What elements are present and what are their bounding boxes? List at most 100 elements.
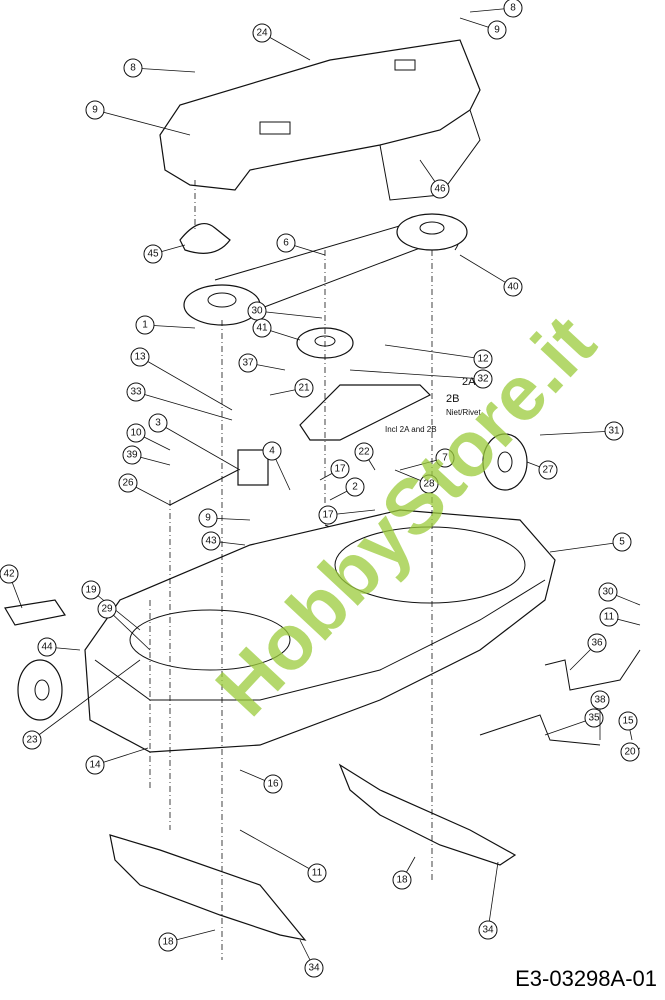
- pulley-right: [396, 213, 468, 251]
- callout-number: 32: [477, 374, 489, 385]
- callout-20: 20: [620, 742, 641, 762]
- callout-number: 14: [89, 760, 101, 771]
- leader-line: [135, 391, 233, 421]
- belt-cover: [159, 39, 481, 191]
- note-2b: 2B: [446, 393, 459, 405]
- callout-number: 6: [283, 238, 289, 249]
- callout-number: 8: [510, 3, 516, 14]
- callout-circle: [435, 448, 455, 468]
- callout-number: 38: [594, 695, 606, 706]
- blade-right: [338, 763, 517, 866]
- callout-circle: [604, 421, 624, 441]
- callout-22: 22: [354, 442, 376, 471]
- callout-circle: [148, 413, 168, 433]
- callout-circle: [81, 580, 101, 600]
- callout-number: 11: [604, 612, 615, 623]
- callout-circle: [599, 607, 619, 627]
- callout-circle: [294, 378, 314, 398]
- callout-number: 37: [242, 358, 254, 369]
- callout-number: 19: [85, 585, 97, 596]
- callout-circle: [487, 20, 507, 40]
- callout-circle: [587, 633, 607, 653]
- callout-46: 46: [419, 159, 450, 199]
- callout-circle: [158, 932, 178, 952]
- callout-number: 2: [352, 482, 358, 493]
- callout-circle: [473, 369, 493, 389]
- callout-circle: [345, 477, 365, 497]
- callout-circle: [118, 473, 138, 493]
- note-incl: Incl 2A and 2B: [385, 425, 437, 434]
- callout-circle: [143, 244, 163, 264]
- callout-circle: [392, 870, 412, 890]
- callout-circle: [620, 742, 640, 762]
- callout-40: 40: [459, 254, 523, 297]
- callout-number: 9: [494, 25, 500, 36]
- leader-line: [384, 344, 484, 360]
- callout-circle: [618, 711, 638, 731]
- callout-34: 34: [478, 861, 499, 940]
- callout-circle: [0, 564, 19, 584]
- callout-circle: [126, 423, 146, 443]
- anti-scalp-shaft: [479, 714, 601, 746]
- callout-2: 2: [329, 477, 365, 501]
- callout-43: 43: [201, 531, 246, 551]
- note-rivet: Niet/Rivet: [446, 408, 481, 417]
- callout-circle: [612, 532, 632, 552]
- diagram-code: E3-03298A-01: [515, 966, 657, 991]
- callout-number: 40: [507, 282, 519, 293]
- callout-9: 9: [459, 17, 507, 40]
- callout-32: 32: [349, 369, 493, 389]
- callout-number: 23: [26, 735, 38, 746]
- callout-circle: [85, 755, 105, 775]
- callout-9: 9: [198, 508, 251, 528]
- deck-chamber-left: [129, 609, 291, 671]
- callout-circle: [22, 730, 42, 750]
- callout-21: 21: [269, 378, 314, 398]
- callout-circle: [238, 353, 258, 373]
- callout-number: 30: [251, 306, 263, 317]
- callout-number: 29: [101, 604, 113, 615]
- callout-number: 7: [442, 453, 448, 464]
- callout-4: 4: [262, 441, 291, 491]
- callout-number: 35: [588, 713, 600, 724]
- leader-line: [549, 541, 623, 553]
- callout-14: 14: [85, 747, 149, 775]
- callout-23: 23: [22, 659, 141, 750]
- callout-13: 13: [130, 347, 233, 411]
- callout-5: 5: [549, 532, 632, 553]
- callout-number: 17: [334, 464, 346, 475]
- callout-18: 18: [392, 856, 416, 890]
- callout-27: 27: [526, 460, 558, 480]
- callout-circle: [503, 0, 523, 18]
- callout-circle: [419, 474, 439, 494]
- callout-circle: [85, 100, 105, 120]
- callout-number: 42: [3, 569, 15, 580]
- callout-30: 30: [598, 582, 641, 606]
- callout-26: 26: [118, 473, 171, 506]
- callout-circle: [123, 58, 143, 78]
- callout-24: 24: [252, 23, 311, 61]
- callout-circle: [304, 958, 324, 978]
- callout-number: 44: [41, 642, 53, 653]
- callout-33: 33: [126, 382, 233, 421]
- callout-number: 21: [298, 383, 310, 394]
- blade-left: [109, 834, 307, 941]
- callout-circle: [354, 442, 374, 462]
- callout-8: 8: [123, 58, 196, 78]
- callout-number: 27: [542, 465, 554, 476]
- callout-number: 4: [269, 446, 275, 457]
- callout-number: 16: [267, 779, 279, 790]
- callout-circle: [430, 179, 450, 199]
- callout-circle: [307, 863, 327, 883]
- callout-number: 11: [312, 868, 323, 879]
- callout-41: 41: [252, 318, 301, 341]
- callout-number: 45: [147, 249, 159, 260]
- callout-16: 16: [239, 769, 283, 794]
- lift-rod: [544, 649, 641, 691]
- leader-line: [539, 430, 615, 436]
- callout-circle: [330, 459, 350, 479]
- label-plate: [4, 599, 66, 626]
- callout-37: 37: [238, 353, 286, 373]
- callout-number: 18: [396, 875, 408, 886]
